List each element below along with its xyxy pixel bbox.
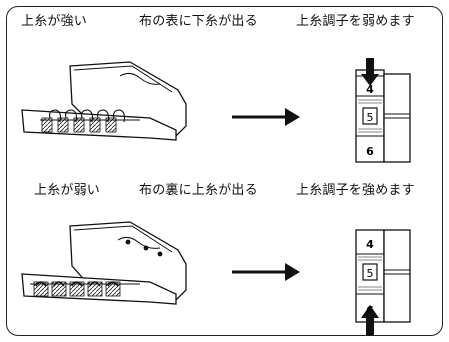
row1-action-label: 上糸調子を弱めます bbox=[296, 14, 415, 29]
row1-result-label: 布の表に下糸が出る bbox=[139, 14, 258, 29]
row2-result-label: 布の裏に上糸が出る bbox=[139, 183, 258, 198]
row1-dial-number-6: 6 bbox=[366, 145, 374, 158]
row2-dial-number-4: 4 bbox=[366, 238, 374, 251]
row2-tension-dial bbox=[355, 229, 411, 336]
row2-condition-label: 上糸が弱い bbox=[34, 183, 101, 198]
row2-arrow bbox=[232, 263, 300, 281]
row1-tension-dial bbox=[355, 58, 411, 163]
row2-fabric-illustration bbox=[21, 221, 187, 305]
row1-condition-label: 上糸が強い bbox=[21, 14, 88, 29]
row2-dial-number-6: 6 bbox=[366, 304, 374, 317]
row2-action-label: 上糸調子を強めます bbox=[296, 183, 415, 198]
row1-fabric-illustration bbox=[21, 61, 187, 141]
row1-arrow bbox=[232, 108, 300, 126]
row1-dial-number-4: 4 bbox=[366, 83, 374, 96]
row2-dial-number-5: 5 bbox=[367, 267, 374, 280]
diagram-frame bbox=[6, 6, 443, 336]
row1-dial-number-5: 5 bbox=[367, 111, 374, 124]
